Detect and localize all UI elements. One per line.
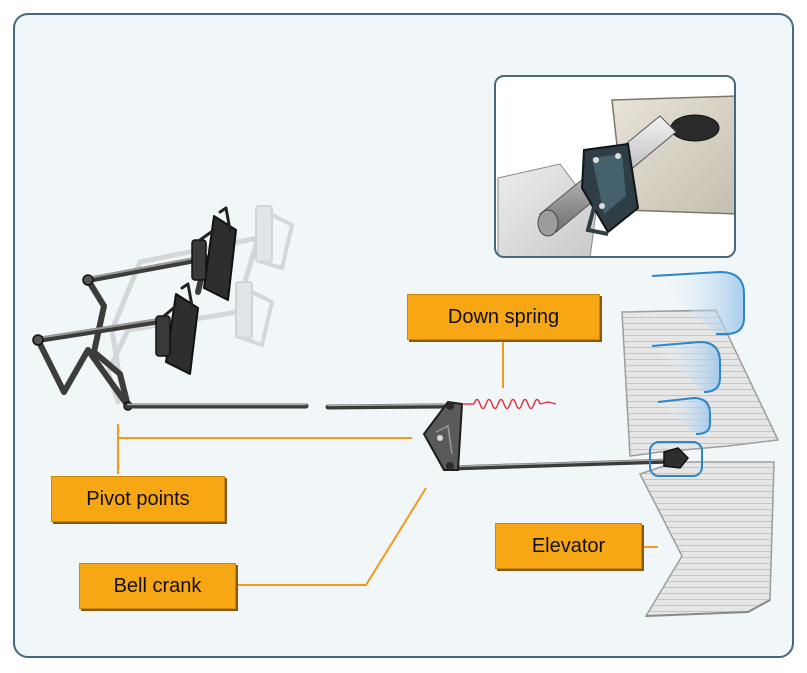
bell-crank: [422, 400, 464, 471]
control-yoke: [32, 206, 237, 411]
leader-lines: [117, 340, 658, 586]
pivot-detail-inset: [494, 75, 736, 258]
push-rods: [125, 403, 675, 471]
label-pivot-points: Pivot points: [51, 476, 225, 522]
down-spring: [462, 398, 557, 410]
label-down-spring: Down spring: [407, 294, 600, 340]
leader-bell-crank: [236, 487, 427, 586]
elevator-travel-arcs: [649, 270, 745, 477]
label-elevator: Elevator: [495, 523, 642, 569]
leader-pivot-points: [117, 424, 412, 474]
label-bell-crank: Bell crank: [79, 563, 236, 609]
